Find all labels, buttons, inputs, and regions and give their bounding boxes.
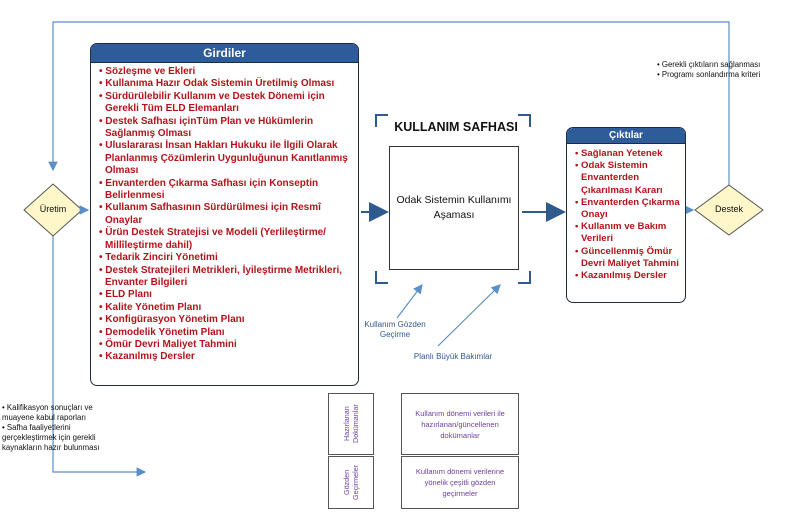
ciktilar-item: Kazanılmış Dersler (573, 270, 681, 282)
hazirlanan-label: Hazırlanan Dokümanlar (342, 404, 360, 444)
girdiler-item: ELD Planı (97, 289, 354, 301)
girdiler-item: Kalite Yönetim Planı (97, 302, 354, 314)
top-right-notes: • Gerekli çıktıların sağlanması • Progra… (657, 60, 797, 80)
destek-label: Destek (714, 204, 743, 214)
ciktilar-item: Odak Sistemin Envanterden Çıkarılması Ka… (573, 160, 681, 197)
girdiler-item: Destek Safhası içinTüm Plan ve Hükümleri… (97, 116, 354, 141)
hazirlanan-desc-box: Kullanım dönemi verileri ile hazırlanan/… (401, 393, 519, 455)
hazirlanan-desc: Kullanım dönemi verileri ile hazırlanan/… (415, 408, 505, 440)
girdiler-item: Konfigürasyon Yönetim Planı (97, 314, 354, 326)
center-brackets (375, 114, 531, 284)
kullanim-gozden-label: Kullanım Gözden Geçirme (364, 320, 426, 339)
bottom-left-note: • Kalifikasyon sonuçları ve muayene kabu… (2, 403, 93, 422)
planli-bakim-arrow (437, 284, 501, 347)
girdiler-item: Sürdürülebilir Kullanım ve Destek Dönemi… (97, 91, 354, 116)
destek-diamond (694, 184, 764, 236)
girdiler-item: Demodelik Yönetim Planı (97, 327, 354, 339)
girdiler-box: Girdiler Sözleşme ve Ekleri Kullanıma Ha… (90, 43, 359, 386)
girdiler-item: Ömür Devri Maliyet Tahmini (97, 339, 354, 351)
bottom-left-notes: • Kalifikasyon sonuçları ve muayene kabu… (2, 403, 120, 453)
girdiler-item: Tedarik Zinciri Yönetimi (97, 252, 354, 264)
girdiler-item: Destek Stratejileri Metrikleri, İyileşti… (97, 265, 354, 290)
ciktilar-item: Güncellenmiş Ömür Devri Maliyet Tahmini (573, 246, 681, 270)
girdiler-item: Sözleşme ve Ekleri (97, 66, 354, 78)
ciktilar-item: Kullanım ve Bakım Verileri (573, 221, 681, 245)
kullanim-safhasi-title: KULLANIM SAFHASI (394, 120, 518, 134)
girdiler-list: Sözleşme ve Ekleri Kullanıma Hazır Odak … (91, 63, 358, 364)
girdiler-item: Uluslararası İnsan Hakları Hukuku ile İl… (97, 140, 354, 177)
hazirlanan-box: Hazırlanan Dokümanlar (328, 393, 374, 455)
bottom-left-note: • Safha faaliyetlerini gerçekleştirmek i… (2, 423, 100, 452)
odak-sistem-box: Odak Sistemin Kullanımı Aşaması (389, 146, 519, 270)
girdiler-item: Ürün Destek Stratejisi ve Modeli (Yerlil… (97, 227, 354, 252)
gozden-box: Gözden Geçirmeler (328, 456, 374, 509)
gozden-label: Gözden Geçirmeler (342, 464, 360, 501)
girdiler-item: Kazanılmış Dersler (97, 351, 354, 363)
ciktilar-box: Çıktılar Sağlanan Yetenek Odak Sistemin … (566, 127, 686, 303)
ciktilar-title: Çıktılar (567, 128, 685, 144)
gozden-desc-box: Kullanım dönemi verilerine yönelik çeşit… (401, 456, 519, 509)
girdiler-item: Kullanıma Hazır Odak Sistemin Üretilmiş … (97, 78, 354, 90)
girdiler-item: Kullanım Safhasının Sürdürülmesi için Re… (97, 202, 354, 227)
top-right-note: • Programı sonlandırma kriteri (657, 70, 761, 79)
ciktilar-item: Envanterden Çıkarma Onayı (573, 197, 681, 221)
ciktilar-list: Sağlanan Yetenek Odak Sistemin Envanterd… (567, 144, 685, 282)
top-feedback-line (48, 21, 730, 185)
kullanim-gozden-arrow (396, 284, 423, 319)
girdiler-item: Envanterden Çıkarma Safhası için Konsept… (97, 178, 354, 203)
planli-bakim-label: Planlı Büyük Bakımlar (413, 352, 493, 361)
uretim-label: Üretim (39, 204, 67, 214)
top-right-note: • Gerekli çıktıların sağlanması (657, 60, 761, 69)
ciktilar-item: Sağlanan Yetenek (573, 148, 681, 160)
bottom-line (52, 236, 147, 477)
girdiler-title: Girdiler (91, 44, 358, 63)
gozden-desc: Kullanım dönemi verilerine yönelik çeşit… (415, 467, 505, 498)
